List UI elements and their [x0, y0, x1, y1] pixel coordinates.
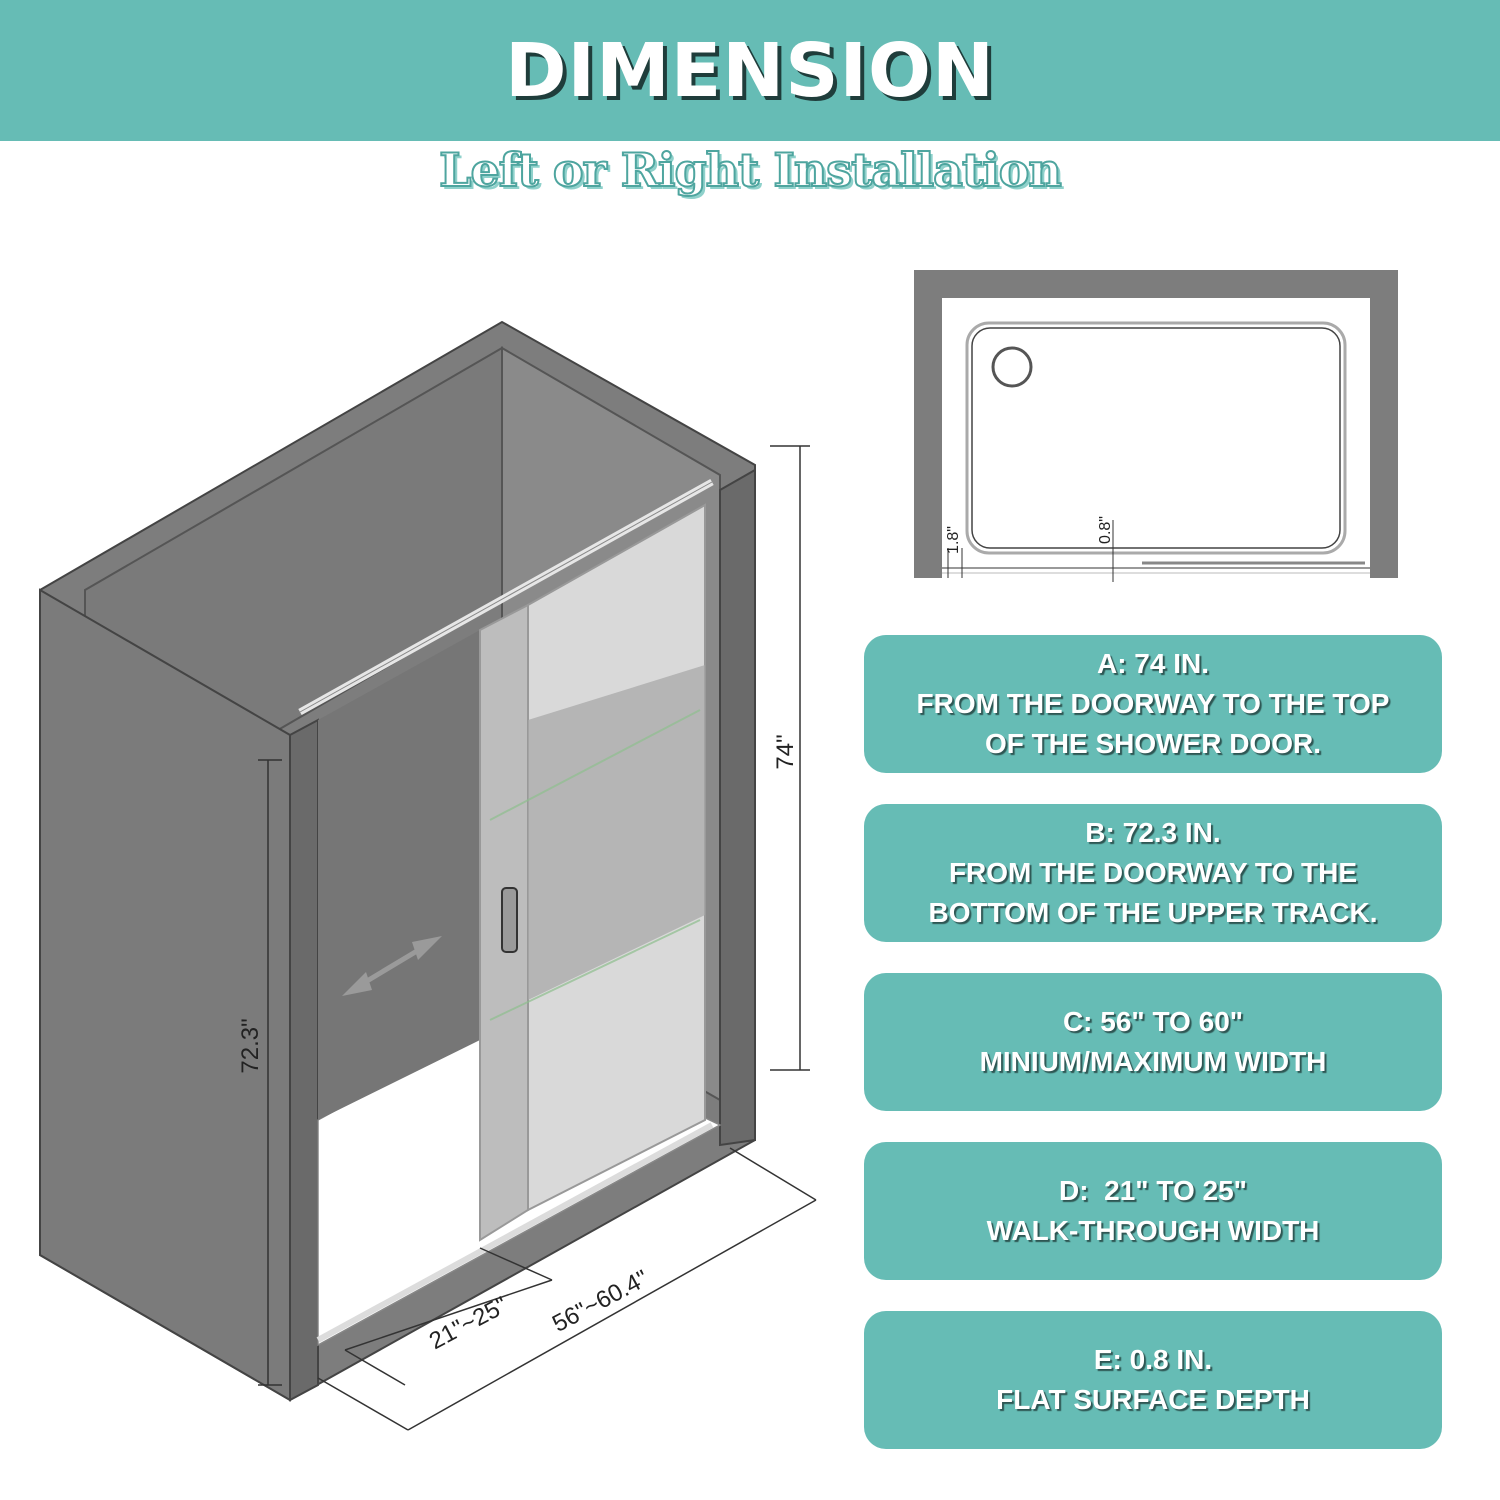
left-wall-edge	[289, 718, 319, 1402]
glass-frost-band	[528, 665, 705, 1000]
drain-icon	[991, 346, 1033, 388]
right-wall-edge	[719, 468, 756, 1147]
card-b-line-1: B: 72.3 IN.	[1085, 817, 1221, 848]
info-card-b: B: 72.3 IN. FROM THE DOORWAY TO THE BOTT…	[864, 804, 1442, 942]
info-card-c: C: 56" TO 60" MINIUM/MAXIMUM WIDTH	[864, 973, 1442, 1111]
card-d-line-2: WALK-THROUGH WIDTH	[986, 1215, 1320, 1246]
dim-line-walkthrough	[344, 1279, 553, 1351]
dim-line-width	[407, 1199, 817, 1431]
dim-label-74: 74"	[772, 734, 799, 769]
door-handle	[501, 887, 518, 953]
interior-wall	[318, 630, 480, 1120]
card-a-line-1: A: 74 IN.	[1096, 648, 1210, 679]
bottom-track	[316, 1122, 714, 1343]
info-card-d: D: 21" TO 25" WALK-THROUGH WIDTH	[864, 1142, 1442, 1280]
card-a-line-3: OF THE SHOWER DOOR.	[985, 728, 1321, 759]
card-b-line-2: FROM THE DOORWAY TO THE	[948, 857, 1358, 888]
card-e-line-1: E: 0.8 IN.	[1093, 1344, 1213, 1375]
top-view-label-depth: 0.8"	[1097, 516, 1114, 544]
top-view: 1.8" 0.8"	[914, 270, 1398, 582]
info-card-e: E: 0.8 IN. FLAT SURFACE DEPTH	[864, 1311, 1442, 1449]
card-a-line-2: FROM THE DOORWAY TO THE TOP	[916, 688, 1390, 719]
dim-label-72: 72.3"	[237, 1018, 264, 1073]
card-e-line-2: FLAT SURFACE DEPTH	[996, 1384, 1310, 1415]
card-c-line-2: MINIUM/MAXIMUM WIDTH	[979, 1046, 1327, 1077]
card-c-line-1: C: 56" TO 60"	[1062, 1006, 1244, 1037]
info-card-a: A: 74 IN. FROM THE DOORWAY TO THE TOP OF…	[864, 635, 1442, 773]
header-banner	[0, 0, 1500, 141]
top-view-label-side: 1.8"	[945, 526, 962, 554]
card-d-line-1: D: 21" TO 25"	[1059, 1175, 1247, 1206]
card-b-line-3: BOTTOM OF THE UPPER TRACK.	[928, 897, 1378, 928]
page-subtitle: Left or Right Installation	[438, 142, 1063, 198]
page-title: DIMENSION	[505, 28, 995, 114]
